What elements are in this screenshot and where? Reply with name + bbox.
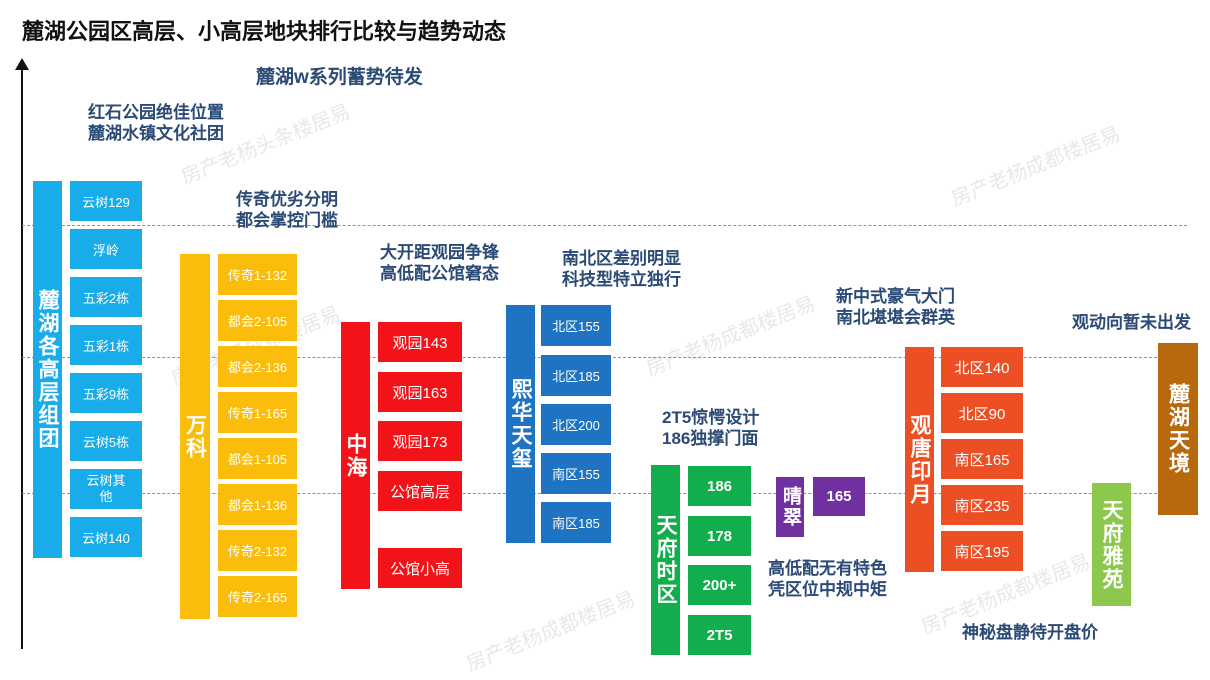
unit-box: 观园173	[378, 421, 462, 461]
unit-box: 2T5	[688, 615, 751, 655]
unit-box: 北区185	[541, 355, 611, 396]
unit-box: 传奇2-132	[218, 530, 297, 571]
note-nanbei: 南北区差别明显 科技型特立独行	[562, 249, 681, 289]
note-hongshi: 红石公园绝佳位置 麓湖水镇文化社团	[88, 103, 224, 143]
unit-box: 公馆高层	[378, 471, 462, 511]
unit-box: 都会2-105	[218, 300, 297, 341]
unit-box: 165	[813, 477, 865, 516]
unit-box: 北区155	[541, 305, 611, 346]
watermark: 房产老杨成都楼居易	[948, 122, 1124, 211]
watermark: 房产老杨成都楼居易	[643, 292, 819, 381]
group-xihua-label: 熙华天玺	[506, 305, 535, 543]
unit-box: 都会1-136	[218, 484, 297, 525]
group-wanke-label: 万科	[180, 254, 210, 619]
unit-box: 传奇1-132	[218, 254, 297, 295]
axis-arrow-up-icon	[15, 58, 29, 70]
unit-box: 观园143	[378, 322, 462, 362]
tier-line-top	[22, 225, 1187, 226]
unit-box: 浮岭	[70, 229, 142, 269]
unit-box: 都会2-136	[218, 346, 297, 387]
unit-box: 都会1-105	[218, 438, 297, 479]
unit-box: 186	[688, 466, 751, 506]
unit-box: 南区195	[941, 531, 1023, 571]
group-tianfu-shiqu-label: 天府时区	[651, 465, 680, 655]
unit-box: 200+	[688, 565, 751, 605]
group-qingcui-label: 晴翠	[776, 477, 804, 537]
unit-box: 观园163	[378, 372, 462, 412]
group-luhu-label: 麓湖各高层组团	[33, 181, 62, 558]
unit-box: 云树5栋	[70, 421, 142, 461]
unit-box: 南区165	[941, 439, 1023, 479]
unit-box: 178	[688, 516, 751, 556]
group-tianfu-yayuan-label: 天府雅苑	[1092, 483, 1131, 606]
watermark: 房产老杨成都楼居易	[463, 587, 639, 676]
unit-box: 传奇2-165	[218, 576, 297, 617]
note-chuanqi: 传奇优劣分明 都会掌控门槛	[236, 190, 338, 230]
note-guandong: 观动向暂未出发	[1072, 313, 1191, 332]
note-w-series: 麓湖w系列蓄势待发	[256, 67, 423, 88]
page-title: 麓湖公园区高层、小高层地块排行比较与趋势动态	[22, 19, 507, 44]
unit-box: 南区185	[541, 502, 611, 543]
unit-box: 北区200	[541, 404, 611, 445]
note-xinzhong: 新中式豪气大门 南北堪堪会群英	[836, 287, 955, 327]
unit-box: 南区235	[941, 485, 1023, 525]
unit-box: 公馆小高	[378, 548, 462, 588]
unit-box: 五彩1栋	[70, 325, 142, 365]
unit-box: 云树140	[70, 517, 142, 557]
note-daikai: 大开距观园争锋 高低配公馆窘态	[380, 243, 499, 283]
note-gaodipei: 高低配无有特色 凭区位中规中矩	[768, 559, 887, 599]
unit-box: 五彩2栋	[70, 277, 142, 317]
group-luhu-tianjing-label: 麓湖天境	[1158, 343, 1198, 515]
note-2t5: 2T5惊愕设计 186独撑门面	[662, 408, 760, 448]
group-guantang-label: 观唐印月	[905, 347, 934, 572]
group-zhonghai-label: 中海	[341, 322, 370, 589]
unit-box: 五彩9栋	[70, 373, 142, 413]
unit-box: 云树129	[70, 181, 142, 221]
unit-box: 南区155	[541, 453, 611, 494]
note-shenmi: 神秘盘静待开盘价	[962, 623, 1098, 642]
unit-box: 云树其他	[70, 469, 142, 509]
unit-box: 北区90	[941, 393, 1023, 433]
unit-box: 传奇1-165	[218, 392, 297, 433]
unit-box: 北区140	[941, 347, 1023, 387]
